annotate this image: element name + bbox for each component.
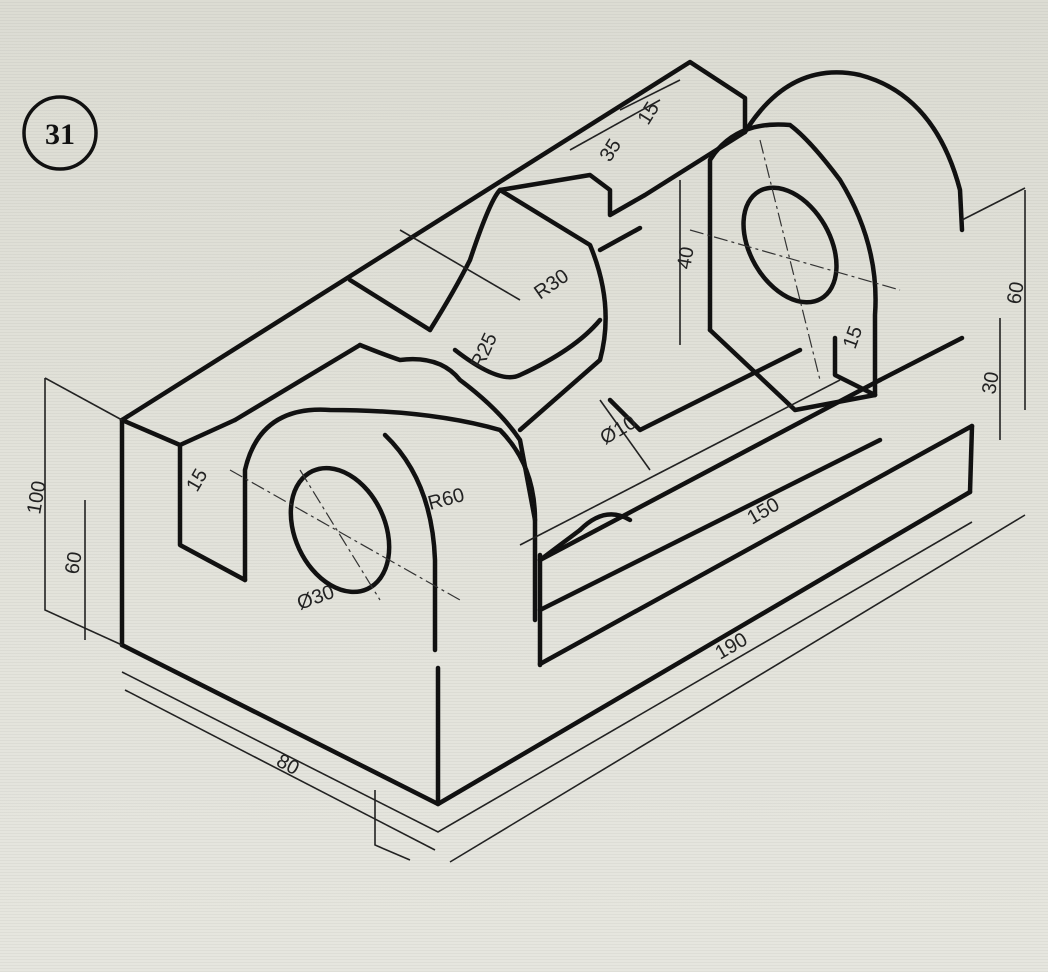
dim-r25: R25 — [467, 330, 502, 373]
top-cradle-cut — [347, 129, 748, 433]
dim-35-top: 35 — [596, 135, 626, 166]
dim-60-left: 60 — [61, 550, 87, 576]
base-plate — [119, 423, 975, 833]
front-hole — [229, 465, 461, 601]
front-arch-support — [242, 342, 538, 653]
dim-phi30: Ø30 — [294, 581, 337, 615]
dim-60-right: 60 — [1003, 280, 1029, 306]
dim-40-mid: 40 — [673, 245, 699, 271]
dim-100-left: 100 — [23, 479, 50, 516]
figure-number: 31 — [45, 118, 75, 151]
dim-15-top: 15 — [634, 98, 664, 129]
floor-channel — [537, 335, 965, 668]
figure-number-badge: 31 — [22, 95, 98, 171]
dim-r60: R60 — [426, 484, 467, 515]
left-block — [119, 59, 748, 648]
dim-phi10: Ø10 — [597, 411, 641, 449]
dim-80-front: 80 — [273, 750, 303, 780]
dim-30-right: 30 — [978, 370, 1004, 396]
dim-190: 190 — [712, 629, 752, 665]
dim-15-left: 15 — [182, 465, 212, 495]
dim-r30: R30 — [530, 265, 573, 304]
dim-150: 150 — [744, 494, 784, 530]
dimension-lines — [44, 79, 1026, 863]
dim-15-right: 15 — [839, 323, 867, 351]
right-arch-support — [689, 70, 965, 413]
